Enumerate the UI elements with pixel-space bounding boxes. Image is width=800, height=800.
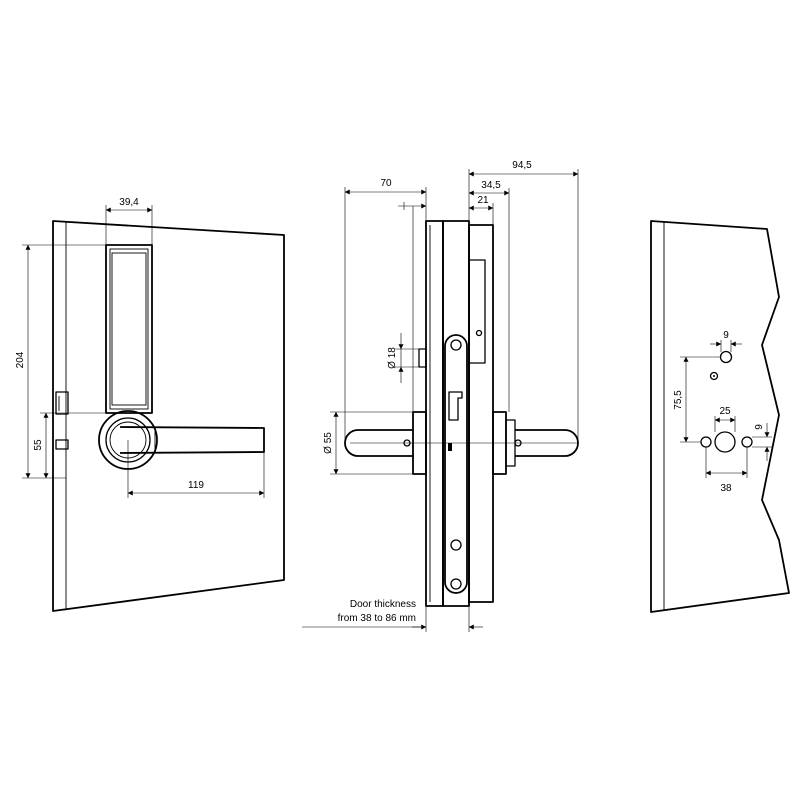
dim-94-5-label: 94,5: [512, 160, 532, 171]
spindle-hole: [714, 431, 736, 453]
left-screw-hole: [700, 436, 712, 448]
side-view: 70 94,5 34,5 21 Ø 18 Ø 55: [302, 160, 579, 632]
dim-center-label: 25: [719, 406, 731, 417]
dim-spacing-label: 75,5: [673, 390, 684, 410]
dim-side-hole-label: 9: [754, 424, 765, 430]
outer-plate-screw: [475, 329, 483, 337]
forend-screw-2: [450, 539, 462, 551]
dim-70-label: 70: [380, 178, 392, 189]
front-view: 39,4 204 55 119: [15, 197, 285, 612]
door-outline: [52, 220, 285, 612]
latch-cutout: [448, 391, 463, 421]
dim-top-hole-label: 9: [723, 330, 729, 341]
thumbturn-hole-inner: [713, 375, 715, 377]
lock-body: [105, 244, 153, 414]
deadbolt-small: [55, 439, 69, 450]
dim-handle-length-label: 119: [188, 480, 204, 491]
dim-handle-height-label: 55: [33, 439, 44, 451]
outer-plate-slot: [468, 259, 486, 364]
dim-width-label: 39,4: [119, 197, 139, 208]
dim-34-5-label: 34,5: [481, 180, 501, 191]
forend-screw-3: [450, 578, 462, 590]
dim-cylinder-label: Ø 18: [387, 347, 398, 369]
lock-body-display: [111, 252, 147, 406]
inner-plate: [425, 220, 444, 607]
top-screw-hole: [719, 350, 733, 364]
outer-plate: [468, 224, 494, 603]
forend-screw-1: [450, 339, 462, 351]
latch-bolt: [55, 391, 69, 415]
right-screw-hole: [741, 436, 753, 448]
forend-strip: [444, 334, 468, 594]
dim-span-label: 38: [720, 483, 732, 494]
dim-height-label: 204: [15, 351, 26, 368]
small-bolt: [448, 443, 452, 451]
door-thickness-line2: from 38 to 86 mm: [338, 613, 416, 624]
dim-rose-label: Ø 55: [323, 432, 334, 454]
drilling-view: 9 75,5 25 9 38: [650, 220, 790, 613]
cylinder-block: [418, 348, 427, 368]
lever-handle: [119, 426, 265, 454]
dim-21-label: 21: [477, 195, 489, 206]
door-thickness-line1: Door thickness: [350, 599, 416, 610]
drilling-door-outline: [650, 220, 790, 613]
lock-body-inner: [109, 248, 149, 410]
